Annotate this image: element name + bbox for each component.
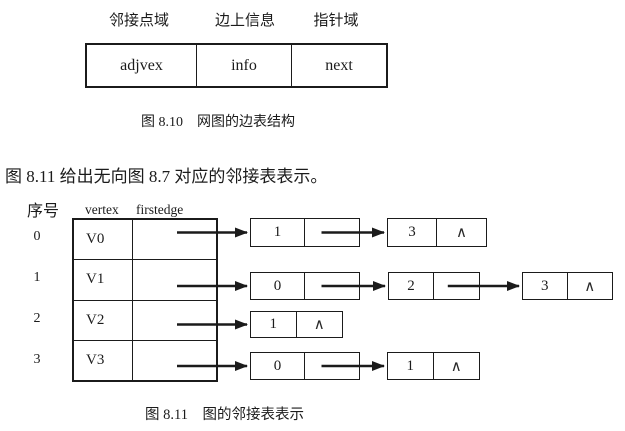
adjvex-value: 0 <box>251 353 305 379</box>
adjvex-value: 0 <box>251 273 305 299</box>
row-index: 1 <box>33 270 41 285</box>
vertex-table: V0 V1 V2 V3 <box>72 218 218 382</box>
edge-node: 3∧ <box>387 218 487 247</box>
vertex-cell: V0 <box>74 220 133 260</box>
null-pointer: ∧ <box>584 278 596 295</box>
firstedge-cell <box>133 301 216 340</box>
index-column-header: 序号 <box>27 203 60 220</box>
figure-8-11-caption: 图 8.11 图的邻接表表示 <box>145 407 304 423</box>
null-pointer: ∧ <box>456 225 467 241</box>
edge-node: 3∧ <box>522 272 613 300</box>
adjvex-value: 2 <box>389 273 434 299</box>
next-pointer <box>434 273 479 299</box>
vertex-row: V1 <box>74 260 216 301</box>
vertex-cell: V2 <box>74 300 133 340</box>
field-label-next: 指针域 <box>313 13 359 29</box>
null-pointer: ∧ <box>313 317 325 333</box>
edge-node: 2 <box>388 272 480 300</box>
row-index: 0 <box>33 229 41 244</box>
next-pointer <box>305 273 359 299</box>
vertex-cell: V1 <box>74 260 133 300</box>
next-pointer <box>305 219 359 246</box>
adjvex-value: 3 <box>523 273 568 299</box>
next-pointer <box>305 353 359 379</box>
field-label-adjvex: 邻接点域 <box>108 13 170 29</box>
edge-node: 1 <box>250 218 360 247</box>
null-pointer: ∧ <box>450 358 462 375</box>
vertex-row: V3 <box>74 340 216 380</box>
edge-node-structure-table: adjvex info next <box>85 43 388 88</box>
edge-node: 0 <box>250 352 360 380</box>
firstedge-column-header: firstedge <box>136 202 184 217</box>
adjvex-value: 1 <box>251 312 297 337</box>
row-index: 2 <box>33 311 41 326</box>
adjvex-value: 1 <box>388 353 434 379</box>
firstedge-cell <box>133 341 216 380</box>
adjvex-field-cell: adjvex <box>87 45 197 86</box>
next-field-cell: next <box>325 56 353 74</box>
row-index: 3 <box>33 352 41 367</box>
vertex-column-header: vertex <box>85 202 119 217</box>
vertex-cell: V3 <box>74 340 133 380</box>
adjvex-value: 3 <box>388 219 437 246</box>
info-field-cell: info <box>197 45 292 86</box>
field-label-info: 边上信息 <box>214 13 276 29</box>
adjvex-value: 1 <box>251 219 305 246</box>
vertex-row: V0 <box>74 220 216 261</box>
edge-node: 1∧ <box>387 352 480 380</box>
intro-text: 图 8.11 给出无向图 8.7 对应的邻接表表示。 <box>5 167 328 186</box>
firstedge-cell <box>133 260 216 299</box>
edge-node: 0 <box>250 272 360 300</box>
figure-8-10-caption: 图 8.10 网图的边表结构 <box>141 115 295 130</box>
edge-node: 1∧ <box>250 311 343 338</box>
vertex-row: V2 <box>74 300 216 341</box>
firstedge-cell <box>133 220 216 259</box>
